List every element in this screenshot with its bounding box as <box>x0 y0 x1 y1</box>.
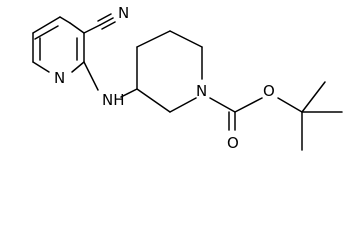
pyridine-ring <box>32 16 85 73</box>
nitrile-nitrogen-label: N <box>118 4 129 22</box>
bond <box>301 81 326 113</box>
bond <box>277 97 303 113</box>
bond <box>99 17 114 26</box>
bond <box>83 61 99 91</box>
piperidine-ring: N <box>136 30 207 113</box>
bond <box>59 16 71 24</box>
bond <box>234 97 263 113</box>
bond <box>120 88 138 98</box>
bond <box>136 30 171 48</box>
boc-group: O O <box>209 81 343 152</box>
bond <box>169 30 203 48</box>
bond <box>32 16 61 34</box>
bond <box>101 21 116 30</box>
pyridine-nitrogen-label: N <box>54 69 65 87</box>
bond <box>69 22 85 34</box>
bond <box>97 13 112 22</box>
amine-nh-label: NH <box>102 91 125 109</box>
bond <box>209 97 236 113</box>
bond <box>32 61 50 73</box>
bond <box>169 97 197 113</box>
bond <box>71 61 85 73</box>
carbonyl-oxygen-label: O <box>227 134 239 152</box>
bond <box>136 88 171 113</box>
piperidine-nitrogen-label: N <box>196 82 207 100</box>
chemical-structure-diagram: N N NH N O O <box>32 4 343 152</box>
bond <box>34 25 59 40</box>
nitrile-group: N <box>83 4 129 34</box>
ester-oxygen-label: O <box>263 82 275 100</box>
bond <box>83 24 101 34</box>
